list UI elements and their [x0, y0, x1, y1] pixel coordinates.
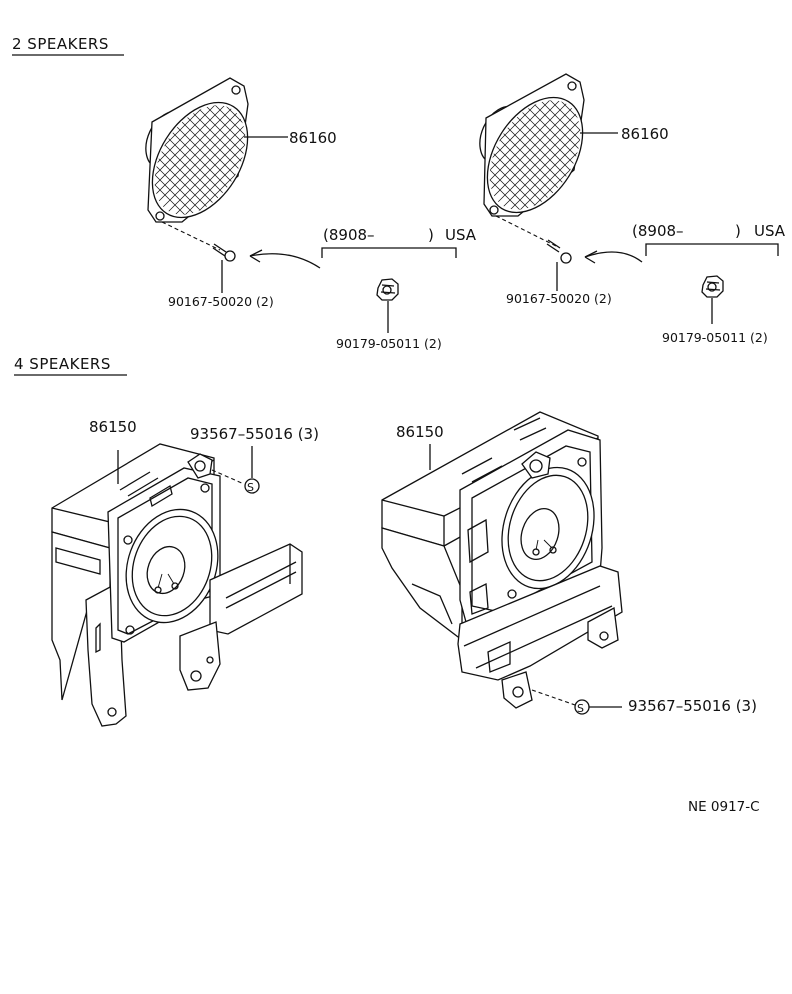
part-90167-left: 90167-50020 (2) [168, 294, 274, 309]
part-86150-right: 86150 [396, 423, 444, 441]
part-86160-right: 86160 [621, 125, 669, 143]
heading-4-speakers: 4 SPEAKERS [14, 355, 111, 373]
s-symbol-right: S [577, 702, 584, 715]
part-93567-left: 93567–55016 (3) [190, 425, 319, 443]
date-note-left: (8908– [323, 226, 375, 244]
date-note-left-close: ) [428, 226, 434, 244]
nut-left-drawing [376, 278, 399, 333]
usa-note-right: USA [754, 222, 786, 240]
part-86150-left: 86150 [89, 418, 137, 436]
speaker-86160-right-drawing [479, 73, 618, 247]
date-note-right-close: ) [735, 222, 741, 240]
part-90167-right: 90167-50020 (2) [506, 291, 612, 306]
date-note-right: (8908– [632, 222, 684, 240]
part-93567-right: 93567–55016 (3) [628, 697, 757, 715]
part-90179-left: 90179-05011 (2) [336, 336, 442, 351]
screw-left-drawing [212, 243, 236, 293]
usa-note-left: USA [445, 226, 477, 244]
s-symbol-left-icon [244, 478, 260, 494]
screw-right-drawing [546, 239, 572, 291]
speaker-box-86150-left-drawing [51, 443, 303, 727]
speaker-86160-left-drawing [145, 77, 288, 251]
heading-2-speakers: 2 SPEAKERS [12, 35, 109, 53]
drawing-code: NE 0917-C [688, 799, 760, 815]
s-symbol-left: S [247, 481, 254, 494]
part-90179-right: 90179-05011 (2) [662, 330, 768, 345]
speaker-box-86150-right-drawing [381, 411, 623, 709]
nut-right-drawing [701, 275, 724, 324]
part-86160-left: 86160 [289, 129, 337, 147]
